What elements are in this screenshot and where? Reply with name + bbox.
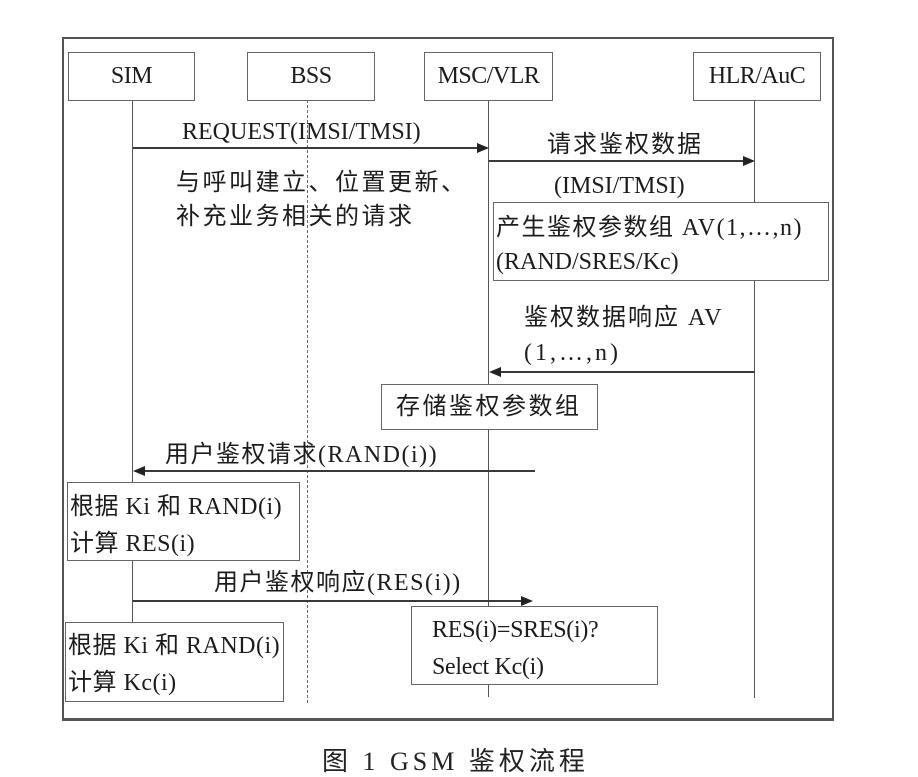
auth-data-request-label2: (IMSI/TMSI)	[554, 173, 685, 199]
actor-sim-label: SIM	[110, 63, 153, 89]
msc-lifeline-end	[488, 684, 489, 697]
user-auth-response-label: 用户鉴权响应(RES(i))	[214, 570, 462, 596]
user-auth-request-label: 用户鉴权请求(RAND(i))	[165, 442, 439, 468]
diagram-frame	[62, 37, 834, 721]
auth-data-request-arrow	[489, 160, 743, 162]
user-auth-request-arrowhead	[133, 466, 145, 476]
request-note-line2: 补充业务相关的请求	[176, 204, 415, 230]
actor-msc-vlr: MSC/VLR	[424, 52, 553, 101]
compare-res-box: RES(i)=SRES(i)? Select Kc(i)	[411, 606, 658, 685]
generate-av-line2: (RAND/SRES/Kc)	[496, 249, 679, 275]
compute-res-box: 根据 Ki 和 RAND(i) 计算 RES(i)	[67, 482, 300, 561]
user-auth-response-arrow	[133, 600, 521, 602]
request-label: REQUEST(IMSI/TMSI)	[182, 119, 421, 145]
request-note-line1: 与呼叫建立、位置更新、	[176, 170, 468, 196]
user-auth-response-arrowhead	[521, 596, 533, 606]
compute-kc-box: 根据 Ki 和 RAND(i) 计算 Kc(i)	[65, 622, 284, 702]
compute-kc-line2: 计算 Kc(i)	[68, 670, 177, 696]
msc-lifeline-segment	[488, 429, 489, 606]
auth-data-response-arrow	[501, 371, 755, 373]
hlr-lifeline	[754, 100, 755, 698]
generate-av-line1: 产生鉴权参数组 AV(1,…,n)	[496, 215, 804, 241]
auth-data-request-label: 请求鉴权数据	[547, 132, 703, 158]
actor-bss-label: BSS	[290, 63, 332, 89]
compute-kc-line1: 根据 Ki 和 RAND(i)	[68, 633, 281, 659]
bss-lifeline	[307, 100, 308, 703]
compute-res-line2: 计算 RES(i)	[70, 531, 196, 557]
user-auth-request-arrow	[145, 470, 535, 472]
sim-lifeline-segment	[132, 560, 133, 622]
auth-data-response-arrowhead	[489, 367, 501, 377]
figure-caption: 图 1 GSM 鉴权流程	[322, 747, 589, 776]
actor-bss: BSS	[247, 52, 375, 101]
compare-res-line2: Select Kc(i)	[432, 654, 544, 680]
store-av-box: 存储鉴权参数组	[381, 384, 598, 430]
actor-sim: SIM	[68, 52, 195, 101]
auth-data-response-label: 鉴权数据响应 AV	[524, 305, 724, 331]
sim-lifeline	[132, 100, 133, 482]
auth-data-request-arrowhead	[743, 156, 755, 166]
request-arrow	[133, 147, 477, 149]
compute-res-line1: 根据 Ki 和 RAND(i)	[70, 494, 283, 520]
generate-av-box: 产生鉴权参数组 AV(1,…,n) (RAND/SRES/Kc)	[493, 202, 829, 281]
store-av-label: 存储鉴权参数组	[396, 394, 582, 420]
actor-hlr-label: HLR/AuC	[708, 63, 806, 89]
actor-hlr-auc: HLR/AuC	[693, 52, 821, 101]
compare-res-line1: RES(i)=SRES(i)?	[432, 617, 599, 643]
actor-msc-label: MSC/VLR	[437, 63, 540, 89]
auth-data-response-label2: (1,…,n)	[524, 340, 621, 366]
msc-lifeline	[488, 100, 489, 384]
request-arrowhead	[477, 143, 489, 153]
